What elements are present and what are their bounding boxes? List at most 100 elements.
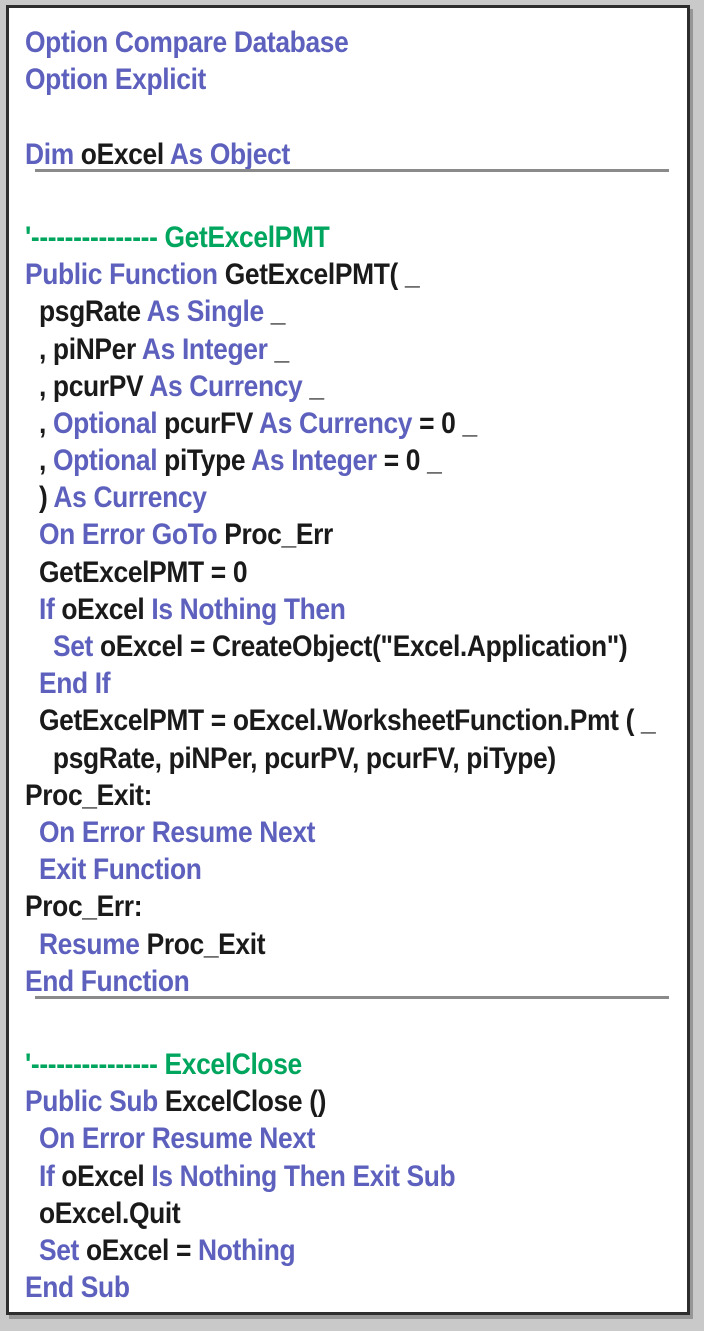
code-line[interactable]: On Error Resume Next [25,1120,601,1157]
code-line[interactable]: End Sub [25,1269,601,1306]
code-identifier: psgRate [25,295,147,329]
code-identifier: Proc_Err: [25,890,143,924]
code-identifier: oExcel.Quit [25,1196,181,1230]
code-identifier: _ [274,332,289,366]
code-identifier: Proc_Exit: [25,778,153,812]
code-identifier: pcurFV [164,406,260,440]
code-line[interactable]: '--------------- ExcelClose [25,1046,601,1083]
code-line[interactable] [25,1009,601,1046]
code-identifier: _ [309,369,324,403]
code-keyword: Option Explicit [25,63,206,97]
code-identifier: GetExcelPMT = oExcel.WorksheetFunction.P… [25,704,656,738]
code-identifier: = 0 _ [419,406,477,440]
code-keyword: Is Nothing Then [151,592,346,626]
code-keyword: As Currency [259,406,420,440]
code-line[interactable]: , piNPer As Integer _ [25,331,601,368]
code-identifier: GetExcelPMT( _ [224,258,420,292]
code-line[interactable]: Resume Proc_Exit [25,926,601,963]
code-identifier [25,928,39,961]
code-line[interactable]: Proc_Exit: [25,777,601,814]
code-keyword: End Function [25,964,190,998]
code-line[interactable]: '--------------- GetExcelPMT [25,219,601,256]
code-keyword: On Error Resume Next [38,1122,316,1156]
code-line[interactable]: Exit Function [25,851,601,888]
code-keyword: As Integer [251,444,384,478]
code-identifier [25,1160,39,1193]
code-keyword: Exit Function [38,853,202,887]
code-keyword: Optional [52,444,165,478]
code-keyword: Set [52,630,100,663]
code-identifier [25,1122,39,1155]
code-line[interactable]: , Optional piType As Integer = 0 _ [25,442,601,479]
code-line[interactable]: , Optional pcurFV As Currency = 0 _ [25,405,601,442]
code-line[interactable] [25,98,601,135]
code-line[interactable]: Option Compare Database [25,24,601,61]
code-keyword: Is Nothing Then Exit Sub [151,1159,456,1193]
code-line[interactable]: GetExcelPMT = 0 [25,554,601,591]
code-identifier: Proc_Err [224,518,333,552]
section-divider [35,168,669,172]
code-identifier [25,593,39,626]
code-identifier [25,816,39,849]
code-identifier [25,853,39,886]
code-keyword: Dim [25,137,81,171]
code-keyword: As Currency [149,369,310,403]
code-identifier [25,667,39,700]
code-identifier: psgRate, piNPer, pcurPV, pcurFV, piType) [25,741,556,775]
code-line[interactable]: Set oExcel = Nothing [25,1232,601,1269]
code-line[interactable]: If oExcel Is Nothing Then Exit Sub [25,1158,601,1195]
code-keyword: As Integer [141,332,275,366]
code-identifier: oExcel [61,592,152,626]
code-identifier: Proc_Exit [146,927,266,961]
code-identifier: oExcel [80,137,170,171]
code-line[interactable]: oExcel.Quit [25,1195,601,1232]
code-line[interactable]: psgRate, piNPer, pcurPV, pcurFV, piType) [25,740,601,777]
code-line[interactable]: Proc_Err: [25,888,601,925]
code-identifier: , [25,444,53,478]
code-keyword: Public Function [25,258,225,292]
code-line[interactable]: End Function [25,963,601,1000]
code-keyword: Resume [38,927,147,961]
code-line[interactable]: End If [25,665,601,702]
code-keyword: As Currency [53,481,207,515]
code-line[interactable]: Public Function GetExcelPMT( _ [25,256,601,293]
code-line[interactable]: , pcurPV As Currency _ [25,368,601,405]
code-line[interactable]: Public Sub ExcelClose () [25,1083,601,1120]
code-identifier: ExcelClose () [164,1085,327,1119]
code-line[interactable]: On Error GoTo Proc_Err [25,516,601,553]
code-keyword: On Error Resume Next [38,815,316,849]
code-identifier: oExcel = CreateObject("Excel.Application… [99,630,628,663]
code-identifier: = 0 _ [383,444,442,478]
code-comment: '--------------- ExcelClose [25,1048,302,1082]
code-line[interactable]: Set oExcel = CreateObject("Excel.Applica… [25,628,628,665]
code-line[interactable]: Dim oExcel As Object [25,136,601,173]
code-identifier: , pcurPV [25,369,150,403]
code-line[interactable]: On Error Resume Next [25,814,601,851]
code-line[interactable]: GetExcelPMT = oExcel.WorksheetFunction.P… [25,702,656,739]
code-identifier: , [25,406,53,440]
code-keyword: End If [38,667,111,701]
code-line[interactable]: psgRate As Single _ [25,293,601,330]
code-identifier: oExcel = [85,1234,199,1267]
code-identifier: piType [164,444,252,478]
code-identifier: , piNPer [25,332,142,366]
code-keyword: As Single [146,295,271,329]
code-keyword: Set [38,1234,86,1267]
code-line[interactable]: If oExcel Is Nothing Then [25,591,601,628]
code-identifier [25,630,53,663]
code-keyword: End Sub [25,1271,130,1305]
code-line[interactable]: Option Explicit [25,61,601,98]
code-keyword: Public Sub [25,1085,165,1119]
code-keyword: If [38,1159,62,1193]
code-identifier: ) [25,481,54,515]
code-identifier: oExcel [61,1159,152,1193]
code-keyword: As Object [169,137,290,171]
code-comment: '--------------- GetExcelPMT [25,220,330,254]
code-line[interactable] [25,182,601,219]
code-identifier: GetExcelPMT = 0 [25,555,248,589]
code-identifier [25,518,39,551]
code-line[interactable]: ) As Currency [25,479,601,516]
code-keyword: Nothing [198,1234,296,1267]
